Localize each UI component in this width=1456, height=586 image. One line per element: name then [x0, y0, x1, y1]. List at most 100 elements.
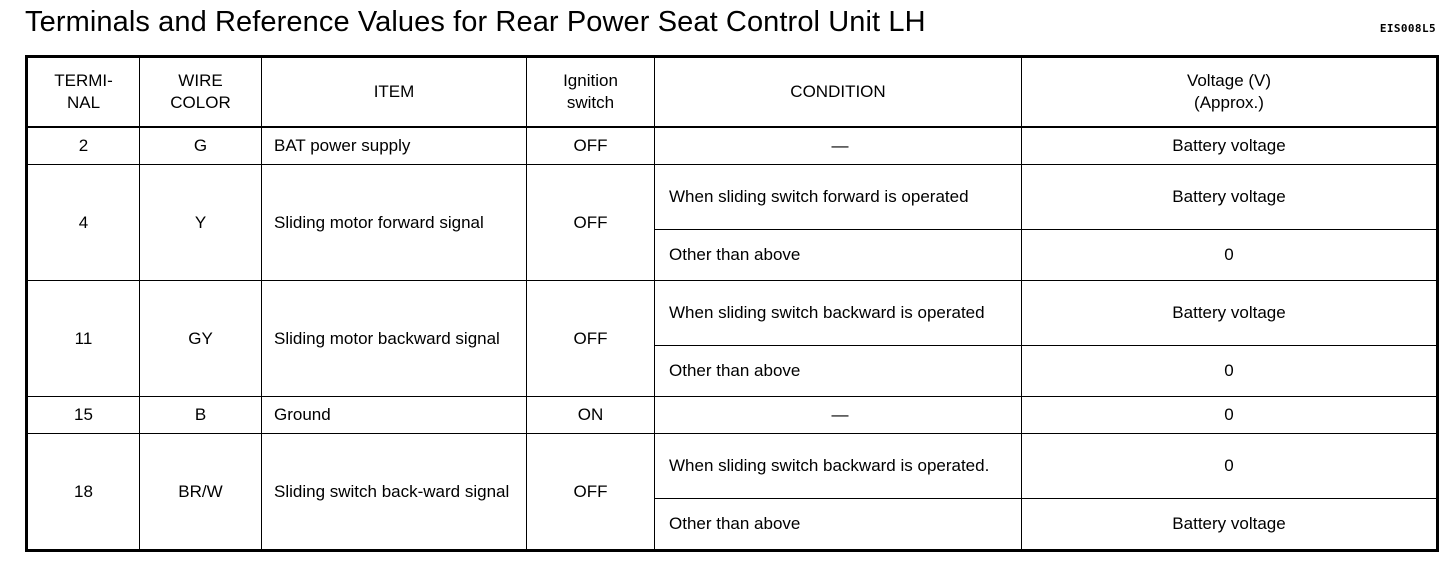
cell-ignition-switch: ON — [526, 396, 655, 435]
cell-condition: — — [654, 396, 1022, 435]
cell-wire-color-value: B — [194, 405, 207, 425]
cell-wire-color: B — [139, 396, 262, 435]
cell-condition-value: When sliding switch forward is operated — [669, 187, 969, 207]
column-header-wire-line1: WIRE — [178, 70, 223, 90]
cell-wire-color-value: GY — [188, 328, 213, 348]
cell-voltage-value: Battery voltage — [1172, 136, 1286, 155]
cell-terminal: 18 — [26, 433, 140, 552]
document-reference-code: EIS008L5 — [1379, 22, 1436, 35]
cell-condition-value: Other than above — [669, 514, 801, 534]
cell-item-value: Sliding switch back-ward signal — [274, 481, 510, 501]
cell-voltage-value: Battery voltage — [1172, 303, 1286, 323]
cell-wire-color-value: BR/W — [178, 481, 223, 501]
cell-ignition-switch: OFF — [526, 433, 655, 552]
column-header-condition-label: CONDITION — [790, 81, 886, 101]
cell-ignition-switch: OFF — [526, 164, 655, 282]
cell-condition-value: When sliding switch backward is operated… — [669, 456, 990, 476]
cell-terminal-value: 18 — [74, 481, 93, 501]
cell-voltage: 0 — [1021, 433, 1438, 500]
cell-ignition-switch-value: OFF — [573, 212, 608, 232]
table-row: 4 Y Sliding motor forward signal OFF When sl… — [26, 164, 1438, 282]
cell-voltage: 0 — [1021, 396, 1438, 435]
cell-voltage: Battery voltage — [1021, 280, 1438, 347]
cell-item-value: BAT power supply — [274, 136, 411, 155]
cell-condition: When sliding switch backward is operated… — [654, 433, 1022, 500]
cell-condition: Other than above — [654, 345, 1022, 398]
cell-wire-color-value: G — [193, 136, 208, 155]
cell-ignition-switch-value: ON — [577, 405, 604, 425]
table-row: Other than above 0 — [27, 229, 1438, 282]
column-header-voltage-line2: (Approx.) — [1194, 93, 1264, 112]
cell-condition-value: Other than above — [669, 361, 801, 381]
cell-condition: Other than above — [654, 498, 1022, 552]
cell-ignition-switch-value: OFF — [573, 136, 608, 155]
cell-condition-value: When sliding switch backward is operated — [669, 303, 985, 323]
column-header-item-label: ITEM — [373, 81, 415, 101]
cell-voltage-value: 0 — [1224, 245, 1234, 265]
cell-voltage-value: Battery voltage — [1172, 187, 1286, 207]
column-header-condition: CONDITION — [654, 56, 1022, 128]
cell-voltage-value: Battery voltage — [1172, 514, 1286, 534]
table-row: 11 GY Sliding motor backward signal OFF When… — [26, 280, 1438, 398]
cell-item: BAT power supply — [261, 126, 527, 166]
cell-voltage-value: 0 — [1224, 405, 1234, 425]
column-header-terminal: TERMI- NAL — [26, 56, 140, 128]
table-row: 15 B Ground ON — 0 — [26, 396, 1438, 435]
column-header-item: ITEM — [261, 56, 527, 128]
cell-ignition-switch-value: OFF — [573, 481, 608, 501]
cell-item: Ground — [261, 396, 527, 435]
cell-wire-color: G — [139, 126, 262, 166]
cell-terminal-value: 11 — [74, 328, 93, 348]
cell-voltage: Battery voltage — [1021, 498, 1438, 552]
cell-condition: When sliding switch forward is operated — [654, 164, 1022, 231]
cell-voltage: Battery voltage — [1021, 126, 1438, 166]
cell-wire-color: Y — [139, 164, 262, 282]
cell-item-value: Sliding motor backward signal — [274, 328, 500, 348]
column-header-ignition-switch: Ignition switch — [526, 56, 655, 128]
table-row: 2 G BAT power supply OFF — Battery voltage — [26, 126, 1438, 166]
cell-terminal: 11 — [26, 280, 140, 398]
cell-voltage-value: 0 — [1224, 456, 1234, 476]
column-header-wire-color: WIRE COLOR — [139, 56, 262, 128]
cell-item-value: Ground — [274, 405, 331, 425]
table-row: Other than above Battery voltage — [27, 498, 1438, 552]
cell-condition-value: Other than above — [669, 245, 801, 265]
cell-wire-color: GY — [139, 280, 262, 398]
cell-condition: When sliding switch backward is operated — [654, 280, 1022, 347]
column-header-terminal-line2: NAL — [66, 93, 101, 112]
cell-voltage: 0 — [1021, 229, 1438, 282]
cell-wire-color: BR/W — [139, 433, 262, 552]
table-header-row: TERMI- NAL WIRE COLOR ITEM — [26, 56, 1438, 128]
cell-ignition-switch-value: OFF — [573, 328, 608, 348]
cell-item: Sliding motor forward signal — [261, 164, 527, 282]
cell-condition: Other than above — [654, 229, 1022, 282]
cell-terminal-value: 4 — [78, 212, 89, 232]
cell-wire-color-value: Y — [194, 212, 207, 232]
cell-ignition-switch: OFF — [526, 126, 655, 166]
cell-terminal-value: 15 — [74, 405, 93, 425]
column-header-terminal-line1: TERMI- — [54, 70, 113, 90]
cell-condition-value: — — [831, 136, 849, 155]
table-row: 18 BR/W Sliding switch back-ward signal OFF… — [26, 433, 1438, 552]
cell-voltage: 0 — [1021, 345, 1438, 398]
cell-item: Sliding switch back-ward signal — [261, 433, 527, 552]
cell-condition: — — [654, 126, 1022, 166]
column-header-voltage: Voltage (V) (Approx.) — [1021, 56, 1438, 128]
column-header-ignition-line1: Ignition — [563, 70, 618, 90]
column-header-wire-line2: COLOR — [170, 93, 231, 112]
cell-ignition-switch: OFF — [526, 280, 655, 398]
cell-terminal: 15 — [26, 396, 140, 435]
cell-voltage: Battery voltage — [1021, 164, 1438, 231]
page-title: Terminals and Reference Values for Rear … — [25, 6, 926, 38]
cell-terminal-value: 2 — [78, 136, 89, 155]
cell-voltage-value: 0 — [1224, 361, 1234, 381]
cell-terminal: 4 — [26, 164, 140, 282]
column-header-voltage-line1: Voltage (V) — [1186, 70, 1272, 90]
cell-item: Sliding motor backward signal — [261, 280, 527, 398]
column-header-ignition-line2: switch — [566, 93, 615, 112]
title-bar: Terminals and Reference Values for Rear … — [25, 2, 1436, 46]
cell-terminal: 2 — [26, 126, 140, 166]
cell-item-value: Sliding motor forward signal — [274, 212, 484, 232]
